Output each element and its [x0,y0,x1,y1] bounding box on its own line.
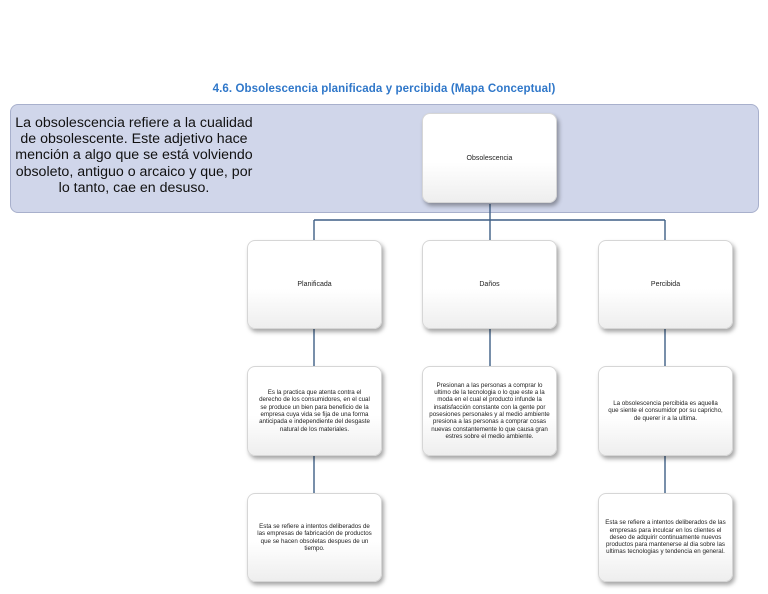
root-node-label: Obsolescencia [466,154,513,162]
planificada-desc2-text: Esta se refiere a intentos deliberados d… [257,522,372,552]
map-title: 4.6. Obsolescencia planificada y percibi… [212,83,556,95]
planificada-label: Planificada [297,281,332,288]
percibida-desc1-node: La obsolescencia percibida es aquella qu… [598,366,733,456]
danos-desc1-node: Presionan a las personas a comprar lo ul… [422,366,557,456]
definition-text: La obsolescencia refiere a la cualidad d… [15,115,253,196]
percibida-desc2-text: Esta se refiere a intentos deliberados d… [605,519,726,556]
definition-banner [10,104,759,213]
danos-desc1-text: Presionan a las personas a comprar lo ul… [429,381,550,440]
danos-label: Daños [479,281,500,288]
root-node: Obsolescencia [422,113,557,203]
planificada-desc1-text: Es la practica que atenta contra el dere… [259,389,370,433]
percibida-desc1-text: La obsolescencia percibida es aquella qu… [608,400,723,422]
planificada-node: Planificada [247,240,382,329]
percibida-label: Percibida [650,281,681,288]
planificada-desc2-node: Esta se refiere a intentos deliberados d… [247,493,382,582]
percibida-node: Percibida [598,240,733,329]
planificada-desc1-node: Es la practica que atenta contra el dere… [247,366,382,456]
percibida-desc2-node: Esta se refiere a intentos deliberados d… [598,493,733,582]
danos-node: Daños [422,240,557,329]
